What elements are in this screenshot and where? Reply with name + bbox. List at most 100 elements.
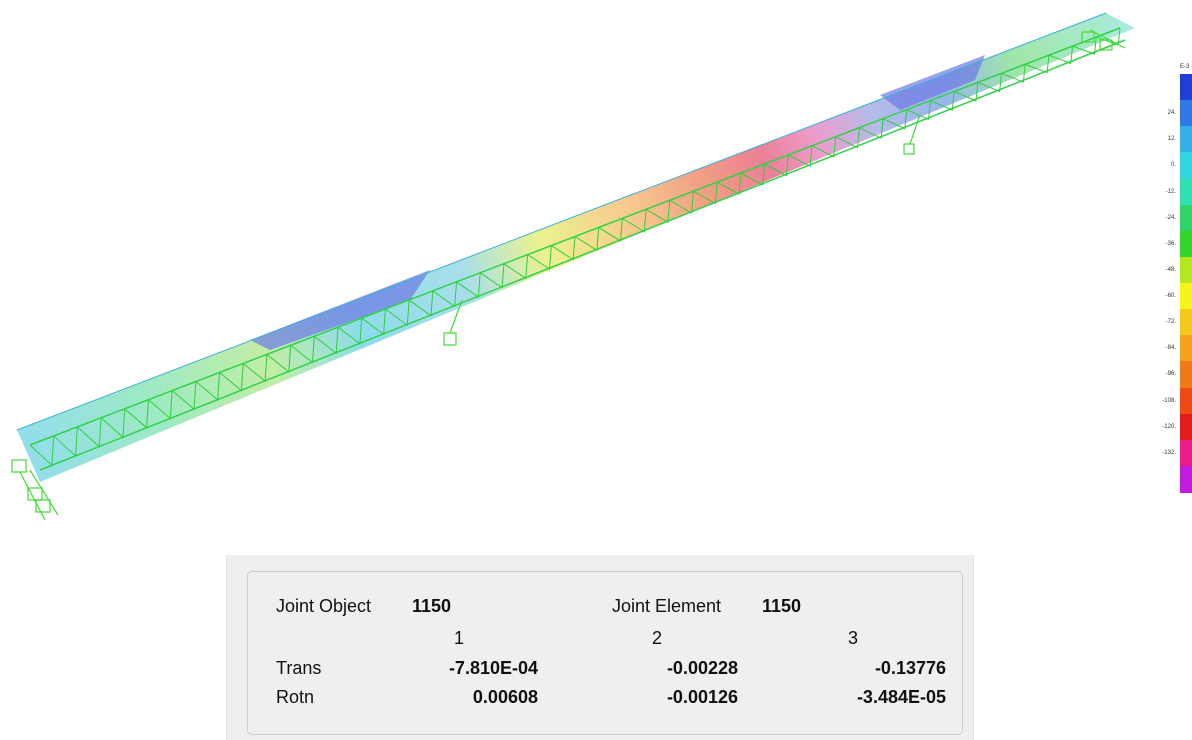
right-support (1081, 29, 1126, 51)
trans-value-2: -0.00228 (666, 658, 738, 678)
legend-band (1180, 100, 1192, 127)
legend-tick-label: -72. (1165, 319, 1176, 326)
legend-band (1180, 152, 1192, 179)
column-header-2: 2 (652, 628, 663, 648)
legend-tick-label: -24. (1165, 214, 1176, 221)
legend-band (1180, 230, 1192, 258)
contour-legend: E-3 24. 12. 0. -12. -24. -36. -48. -60. -72. -84.… (1140, 62, 1192, 502)
legend-band (1180, 465, 1192, 493)
legend-tick-label: -108. (1162, 397, 1176, 404)
joint-displacement-box: Joint Object 1150 Joint Element 1150 1 2… (247, 571, 963, 735)
bottom-chord (39, 39, 1126, 471)
truss-diagonal (195, 372, 221, 401)
deformed-shape-contour-plot[interactable] (0, 0, 1192, 540)
joint-element-label: Joint Element (612, 596, 722, 616)
truss-diagonal (29, 435, 55, 467)
truss-diagonal (314, 327, 339, 355)
legend-tick-label: -84. (1165, 345, 1176, 352)
truss-diagonal (953, 82, 979, 102)
legend-band (1180, 74, 1192, 101)
truss-diagonal (930, 91, 955, 111)
truss-diagonal (645, 200, 671, 224)
legend-tick-label: -96. (1165, 371, 1176, 378)
truss-diagonal (503, 254, 529, 280)
truss-diagonal (740, 163, 766, 186)
trans-value-3: -0.13776 (874, 658, 946, 678)
truss-diagonal (764, 154, 789, 177)
truss-diagonal (977, 73, 1003, 93)
legend-band (1180, 283, 1192, 310)
legend-band (1180, 387, 1192, 415)
truss-diagonal (859, 118, 884, 139)
legend-band (1180, 361, 1192, 388)
left-support (11, 459, 59, 521)
row-label-rotn: Rotn (276, 687, 315, 707)
legend-tick-label: -60. (1165, 293, 1176, 300)
joint-object-value: 1150 (412, 596, 452, 616)
column-header-1: 1 (454, 628, 465, 648)
contour-zone-blue-left (250, 270, 430, 350)
truss-diagonal (100, 408, 126, 439)
truss-diagonal (811, 136, 837, 158)
legend-tick-label: 24. (1167, 110, 1176, 117)
truss-diagonal (669, 191, 694, 214)
truss-diagonal (337, 318, 363, 345)
legend-band (1180, 256, 1192, 284)
truss-diagonal (242, 354, 268, 383)
legend-tick-label: 0. (1170, 162, 1176, 169)
truss-diagonal (385, 299, 410, 327)
joint-displacement-panel: Joint Object 1150 Joint Element 1150 1 2… (226, 555, 974, 740)
truss-diagonal (551, 236, 576, 261)
truss-diagonal (1025, 55, 1050, 74)
legend-band (1180, 413, 1192, 441)
truss-diagonal (53, 426, 78, 458)
truss-diagonal (77, 417, 102, 448)
truss-diagonal (693, 182, 718, 205)
mid-support-1 (443, 299, 463, 346)
truss-diagonal (290, 336, 315, 364)
truss-diagonal (124, 399, 149, 429)
truss-diagonal (788, 145, 813, 167)
truss-diagonal (716, 173, 742, 196)
truss-diagonal (456, 272, 481, 298)
rotn-value-3: -3.484E-05 (856, 687, 946, 707)
truss-diagonal (171, 381, 197, 411)
truss-diagonal (574, 227, 600, 252)
model-view[interactable]: E-3 24. 12. 0. -12. -24. -36. -48. -60. -72. -84.… (0, 0, 1192, 540)
mid-support-2 (903, 114, 921, 155)
truss-diagonal (527, 245, 552, 270)
truss-diagonal (219, 363, 244, 392)
legend-band (1180, 204, 1192, 232)
legend-tick-label: 12. (1167, 136, 1176, 143)
joint-object-label: Joint Object (276, 596, 372, 616)
legend-tick-label: -48. (1165, 266, 1176, 273)
truss-diagonal (622, 209, 647, 233)
truss-diagonal (1048, 46, 1074, 65)
legend-band (1180, 439, 1192, 467)
legend-band (1180, 335, 1192, 362)
truss-diagonal (906, 100, 931, 121)
legend-tick-label: -132. (1162, 449, 1176, 456)
contour-zone-blue-right (880, 55, 985, 110)
truss-diagonal (408, 290, 434, 317)
truss-diagonal (266, 345, 292, 373)
legend-tick-label: -36. (1165, 240, 1176, 247)
legend-tick-label: -120. (1162, 423, 1176, 430)
truss-diagonal (1072, 37, 1097, 55)
row-label-trans: Trans (276, 658, 322, 678)
legend-scale-label: E-3 (1180, 64, 1190, 70)
legend-tick-label: -12. (1165, 188, 1176, 195)
column-header-3: 3 (848, 628, 859, 648)
edge-chord (16, 12, 1107, 431)
truss-diagonal (361, 308, 386, 336)
truss-diagonal (1001, 64, 1026, 83)
trans-value-1: -7.810E-04 (448, 658, 538, 678)
legend-band (1180, 178, 1192, 206)
truss-diagonals (29, 27, 1121, 467)
legend-band (1180, 126, 1192, 153)
truss-diagonal (432, 281, 458, 308)
rotn-value-2: -0.00126 (666, 687, 738, 707)
deck-slab (17, 13, 1135, 482)
truss-diagonal (835, 127, 860, 149)
truss-diagonal (598, 218, 623, 242)
